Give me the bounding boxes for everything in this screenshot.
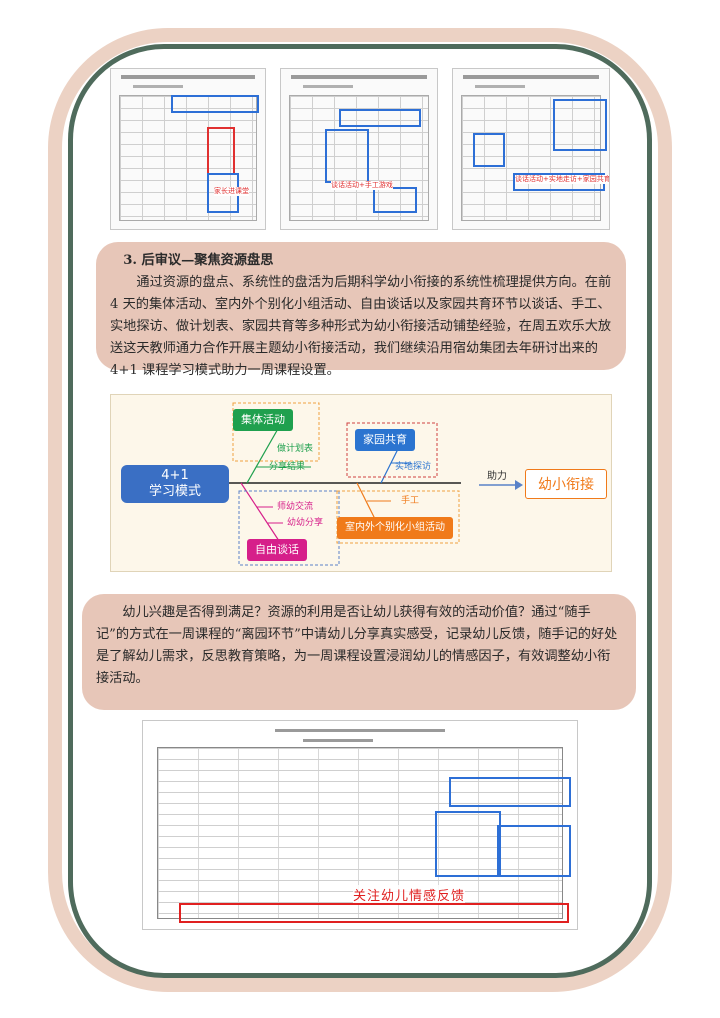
thumbnail-note: 谈话活动+手工游戏 xyxy=(331,181,393,190)
red-highlight xyxy=(179,903,569,923)
group-activity-box: 集体活动 xyxy=(233,409,293,431)
home-school-box: 家园共育 xyxy=(355,429,415,451)
doc-title-bar xyxy=(143,726,577,734)
share-result-label: 分享结果 xyxy=(269,462,306,472)
child-share-label: 幼幼分享 xyxy=(287,518,324,528)
plan-table-label: 做计划表 xyxy=(277,444,314,454)
teacher-child-label: 师幼交流 xyxy=(277,502,314,512)
thumbnail-subtitle-bar xyxy=(133,85,183,88)
thumbnail-note: 谈话活动+实地走访+家园共育 xyxy=(515,175,610,184)
thumbnail-title-bar xyxy=(121,75,255,79)
target-box: 幼小衔接 xyxy=(525,469,607,499)
blue-highlight xyxy=(339,109,421,127)
blue-highlight xyxy=(325,129,369,183)
section4-textbox: 幼儿兴趣是否得到满足？资源的利用是否让幼儿获得有效的活动价值？通过“随手记”的方… xyxy=(82,594,636,710)
schedule-thumbnail-2: 谈话活动+手工游戏 xyxy=(280,68,438,230)
free-talk-box: 自由谈话 xyxy=(247,539,307,561)
core-line-2: 学习模式 xyxy=(148,484,201,499)
field-visit-label: 实地探访 xyxy=(395,462,432,472)
blue-highlight xyxy=(435,811,501,877)
learning-model-diagram: 4+1 学习模式 集体活动 做计划表 分享结果 家园共育 实地探访 师幼交流 幼… xyxy=(110,394,612,572)
blue-highlight xyxy=(171,95,259,113)
section3-textbox: 3. 后审议—聚焦资源盘思 通过资源的盘点、系统性的盘活为后期科学幼小衔接的系统… xyxy=(96,242,626,378)
blue-highlight xyxy=(553,99,607,151)
weekly-schedule-document: 关注幼儿情感反馈 xyxy=(142,720,578,930)
core-line-1: 4+1 xyxy=(161,468,189,483)
schedule-thumbnail-3: 谈话活动+实地走访+家园共育 xyxy=(452,68,610,230)
indoor-outdoor-box: 室内外个别化小组活动 xyxy=(337,517,453,539)
blue-highlight xyxy=(449,777,571,807)
thumbnail-title-bar xyxy=(291,75,427,79)
thumbnail-note: 家长进课堂 xyxy=(214,187,249,196)
section-body: 通过资源的盘点、系统性的盘活为后期科学幼小衔接的系统性梳理提供方向。在前 4 天… xyxy=(110,275,612,378)
doc-subtitle-bar xyxy=(303,736,373,744)
thumbnail-grid xyxy=(289,95,429,221)
blue-highlight xyxy=(473,133,505,167)
section-heading: 3. 后审议—聚焦资源盘思 xyxy=(123,253,274,268)
thumbnail-subtitle-bar xyxy=(303,85,353,88)
blue-highlight xyxy=(373,187,417,213)
section-body: 幼儿兴趣是否得到满足？资源的利用是否让幼儿获得有效的活动价值？通过“随手记”的方… xyxy=(96,605,618,686)
red-highlight xyxy=(207,127,235,175)
schedule-thumbnail-1: 家长进课堂 xyxy=(110,68,266,230)
thumbnail-grid xyxy=(461,95,601,221)
blue-highlight xyxy=(497,825,571,877)
core-model-box: 4+1 学习模式 xyxy=(121,465,229,503)
thumbnail-subtitle-bar xyxy=(475,85,525,88)
assist-label: 助力 xyxy=(487,471,507,482)
handcraft-label: 手工 xyxy=(401,496,420,506)
thumbnail-title-bar xyxy=(463,75,599,79)
doc-overlay-annotation: 关注幼儿情感反馈 xyxy=(353,885,466,904)
